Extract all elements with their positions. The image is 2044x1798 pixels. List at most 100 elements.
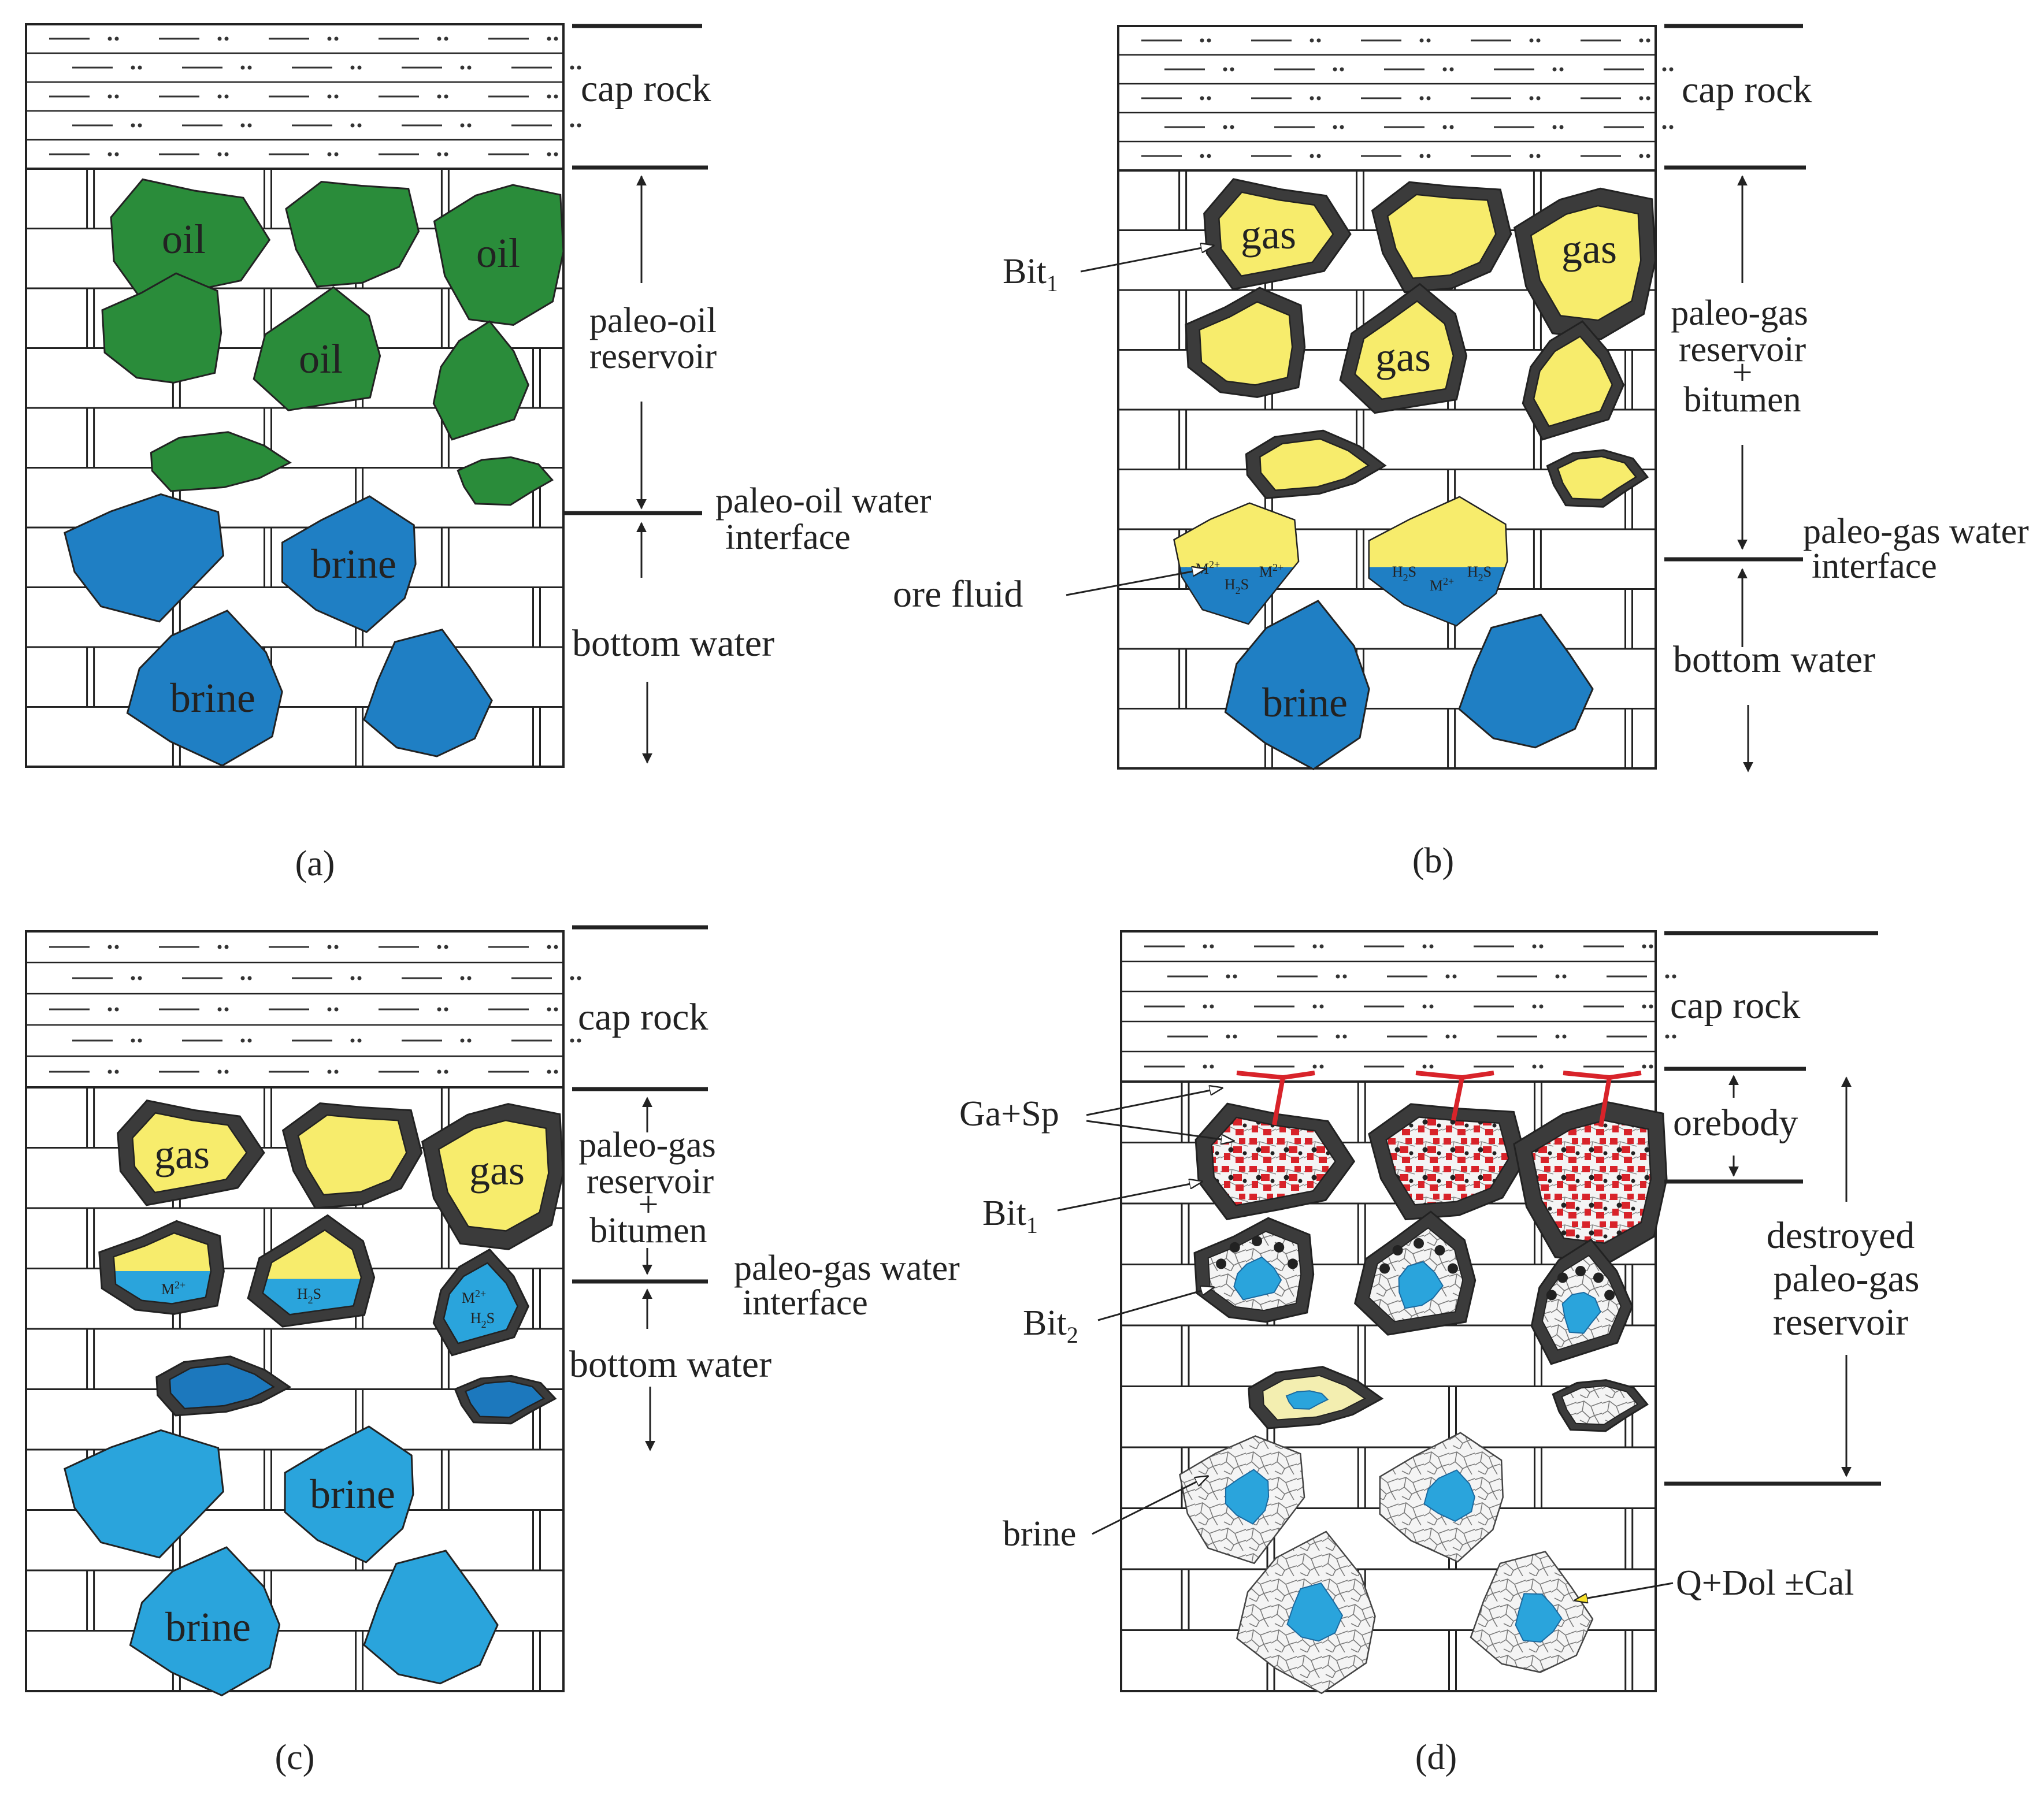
ion-m: M2+ xyxy=(161,1279,186,1298)
cap-rock-dot-a xyxy=(357,123,362,128)
cap-rock-dot-c xyxy=(437,1069,442,1074)
ion-h2s: H2S xyxy=(297,1286,321,1306)
cap-rock-dot-a xyxy=(437,94,442,99)
cap-rock-dot-c xyxy=(577,1038,581,1043)
cap-rock-dot-c xyxy=(131,976,135,980)
bit2-grain xyxy=(1604,1290,1615,1301)
brine-core xyxy=(1423,1469,1475,1522)
ore-fluid-leader xyxy=(1066,569,1205,596)
cap-rock-dot-a xyxy=(247,123,252,128)
cap-rock-dot-d xyxy=(1342,1034,1347,1039)
interface-label-b-2: interface xyxy=(1812,547,1937,586)
cap-rock-dot-a xyxy=(577,123,581,128)
cap-rock-dot-c xyxy=(107,1069,112,1074)
oil-blob xyxy=(432,320,529,441)
cap-rock-dot-b xyxy=(1442,67,1447,72)
cap-rock-dot-c xyxy=(437,945,442,949)
brine-blob xyxy=(126,610,283,767)
labels-d: cap rock orebody destroyed paleo-gas res… xyxy=(959,985,1919,1777)
oil-text: oil xyxy=(162,216,206,262)
cap-rock-dot-d xyxy=(1532,944,1537,949)
cap-rock-dot-c xyxy=(547,945,551,949)
cap-rock-dot-d xyxy=(1429,1064,1434,1069)
cap-rock-dot-c xyxy=(460,976,465,980)
cap-rock-dot-b xyxy=(1559,125,1564,129)
cap-rock-dot-c xyxy=(467,1038,472,1043)
cap-rock-dot-c xyxy=(357,1038,362,1043)
cap-rock-dot-b xyxy=(1552,125,1557,129)
bottom-water-label-b: bottom water xyxy=(1673,638,1875,681)
oil-text: oil xyxy=(299,336,343,382)
cap-rock-dot-b xyxy=(1426,154,1431,158)
cap-rock-dot-c xyxy=(547,1007,551,1012)
cap-rock-dot-c xyxy=(444,1069,448,1074)
cap-rock-dot-a xyxy=(444,152,448,157)
orebody-blob xyxy=(1385,1116,1509,1206)
brine-blob xyxy=(284,1425,414,1563)
cap-rock-dot-b xyxy=(1207,154,1211,158)
brine-text: brine xyxy=(165,1604,251,1650)
cap-rock-dot-c xyxy=(570,976,574,980)
cap-rock-dot-a xyxy=(334,152,339,157)
cap-rock-dot-a xyxy=(327,94,332,99)
cap-rock-dot-c xyxy=(224,1007,229,1012)
cap-rock-dot-c xyxy=(444,1007,448,1012)
cap-rock-dot-b xyxy=(1207,96,1211,101)
cap-rock-dot-a xyxy=(247,65,252,70)
cap-rock-dot-b xyxy=(1449,125,1454,129)
cap-rock-dot-d xyxy=(1312,1064,1317,1069)
cap-rock-dot-c xyxy=(114,945,119,949)
cap-rock-dot-c xyxy=(247,1038,252,1043)
interface-label-a-2: interface xyxy=(725,518,851,557)
gas-blob xyxy=(1386,194,1497,279)
reservoir-label-b-1: paleo-gas xyxy=(1671,294,1808,333)
gas-blob xyxy=(437,1120,550,1232)
labels-a: cap rock paleo-oil reservoir paleo-oil w… xyxy=(295,68,932,883)
cap-rock-dot-d xyxy=(1649,1064,1653,1069)
bottom-water-label-a: bottom water xyxy=(572,622,774,664)
bit2-grain xyxy=(1274,1242,1285,1253)
cap-rock-dot-a xyxy=(240,65,245,70)
cap-rock-dot-c xyxy=(107,1007,112,1012)
cap-rock-dot-c xyxy=(350,976,355,980)
cap-rock-dot-b xyxy=(1529,96,1534,101)
mixed-blob-1-outline xyxy=(113,1232,212,1305)
cap-rock-dot-a xyxy=(547,94,551,99)
cap-rock-dot-b xyxy=(1646,96,1650,101)
cap-rock-dot-b xyxy=(1442,125,1447,129)
cap-rock-dot-b xyxy=(1639,38,1644,43)
cap-rock-dot-a xyxy=(224,36,229,41)
cement-fill xyxy=(1561,1385,1639,1425)
gas-text: gas xyxy=(1375,334,1431,380)
cap-rock-dot-d xyxy=(1539,1064,1544,1069)
cap-rock-dot-d xyxy=(1210,1004,1214,1009)
cap-rock-dot-b xyxy=(1529,38,1534,43)
cap-rock-dot-b xyxy=(1340,67,1344,72)
orebody-blob xyxy=(1211,1116,1337,1206)
cap-rock-dot-c xyxy=(334,1069,339,1074)
labels-c: cap rock paleo-gas reservoir + bitumen p… xyxy=(275,996,960,1777)
cap-rock-label-a: cap rock xyxy=(581,68,711,110)
cap-rock-dot-b xyxy=(1669,67,1674,72)
cap-rock-dot-a xyxy=(327,152,332,157)
cap-rock-dot-d xyxy=(1562,1034,1567,1039)
gas-text: gas xyxy=(1561,226,1617,272)
gas-blob xyxy=(1557,455,1637,500)
cap-rock-dot-c xyxy=(107,945,112,949)
brine-core xyxy=(1561,1291,1601,1334)
cap-rock-dot-c xyxy=(138,976,142,980)
cap-rock-dot-b xyxy=(1419,38,1424,43)
cap-rock-dot-a xyxy=(114,94,119,99)
gas-text: gas xyxy=(1241,211,1296,258)
cap-rock-dot-a xyxy=(138,65,142,70)
brine-core xyxy=(1515,1593,1563,1643)
cap-rock-dot-c xyxy=(240,1038,245,1043)
cap-rock-dot-d xyxy=(1312,944,1317,949)
cap-rock-dot-d xyxy=(1649,944,1653,949)
destroyed-label-1: destroyed xyxy=(1767,1214,1915,1257)
bit2-grain xyxy=(1379,1263,1390,1274)
ga-sp-label: Ga+Sp xyxy=(959,1094,1059,1134)
cap-rock-dot-d xyxy=(1319,1004,1324,1009)
bit1-leader-d xyxy=(1057,1182,1202,1212)
